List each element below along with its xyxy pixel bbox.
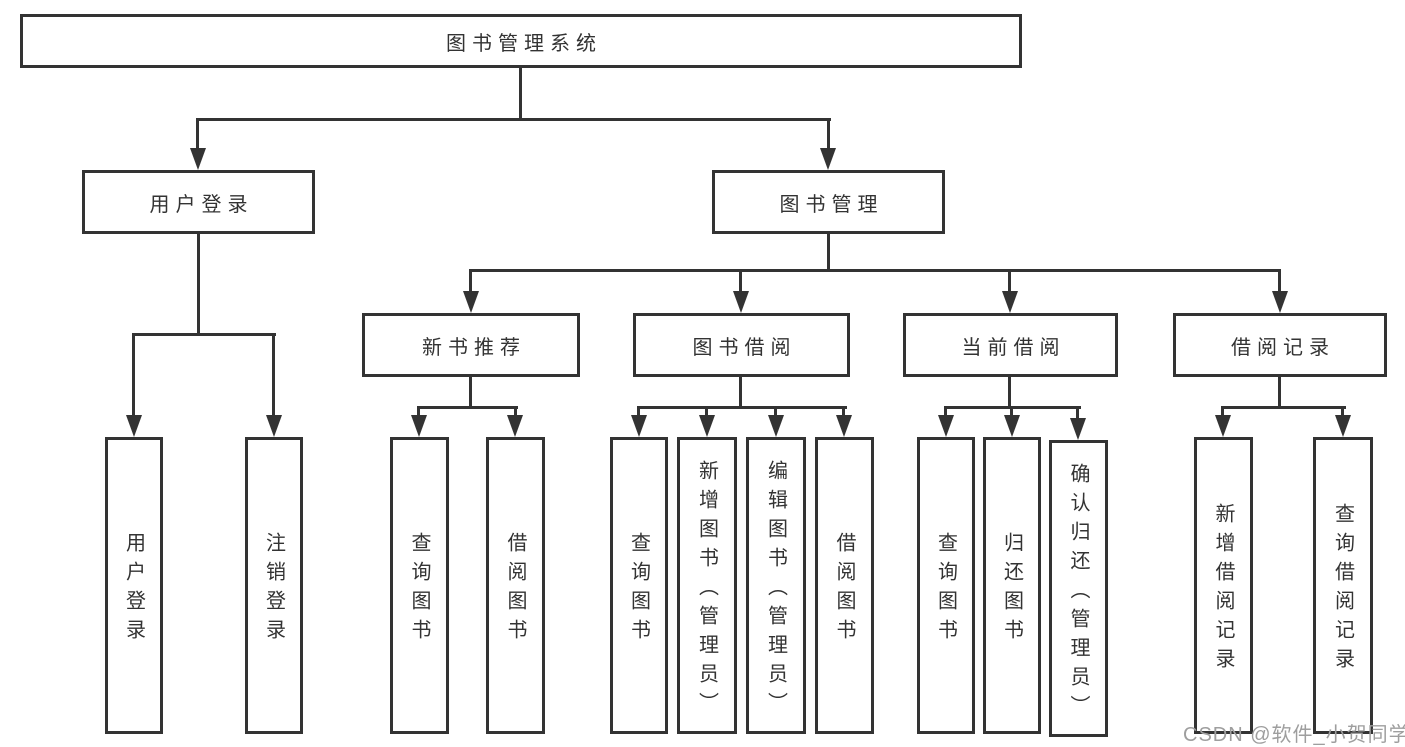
connector-line — [1008, 377, 1011, 408]
node-logout: 注销登录 — [245, 437, 303, 734]
node-new-book-recommend: 新书推荐 — [362, 313, 580, 377]
connector-line — [1076, 406, 1079, 420]
node-query-books-recommend: 查询图书 — [390, 437, 449, 734]
node-return-books-label: 归还图书 — [1000, 532, 1023, 648]
connector-line — [417, 406, 420, 418]
connector-line — [514, 406, 517, 418]
connector-line — [196, 118, 199, 152]
node-current-borrowing-label: 当前借阅 — [961, 336, 1066, 359]
connector-line — [637, 406, 640, 418]
node-book-borrowing: 图书借阅 — [633, 313, 850, 377]
connector-line — [132, 333, 135, 417]
node-query-borrow-record: 查询借阅记录 — [1313, 437, 1373, 734]
csdn-watermark: CSDN @软件_小贺同学 — [1183, 724, 1405, 746]
node-borrow-books: 借阅图书 — [815, 437, 874, 734]
connector-line — [827, 234, 830, 271]
arrow-down-icon — [836, 415, 852, 437]
node-book-management-label: 图书管理 — [779, 193, 884, 216]
node-borrow-records: 借阅记录 — [1173, 313, 1387, 377]
node-borrow-records-label: 借阅记录 — [1231, 336, 1335, 359]
node-confirm-return-admin-label: 确认归还（管理员） — [1067, 462, 1089, 724]
node-borrow-books-recommend-label: 借阅图书 — [504, 532, 526, 648]
connector-line — [272, 333, 275, 417]
connector-line — [197, 118, 831, 121]
arrow-down-icon — [699, 415, 715, 437]
arrow-down-icon — [733, 291, 749, 313]
node-add-borrow-record: 新增借阅记录 — [1194, 437, 1253, 734]
arrow-down-icon — [463, 291, 479, 313]
connector-line — [1221, 406, 1346, 409]
arrow-down-icon — [820, 148, 836, 170]
node-return-books: 归还图书 — [983, 437, 1041, 734]
arrow-down-icon — [411, 415, 427, 437]
connector-line — [739, 269, 742, 293]
node-user-login-leaf-label: 用户登录 — [122, 532, 145, 648]
node-add-book-admin-label: 新增图书（管理员） — [695, 459, 718, 721]
connector-line — [469, 269, 472, 293]
node-user-login: 用户登录 — [82, 170, 315, 234]
connector-line — [469, 377, 472, 408]
arrow-down-icon — [1272, 291, 1288, 313]
arrow-down-icon — [190, 148, 206, 170]
arrow-down-icon — [1002, 291, 1018, 313]
node-query-books-current: 查询图书 — [917, 437, 975, 734]
connector-line — [417, 406, 518, 409]
arrow-down-icon — [1070, 418, 1086, 440]
connector-line — [827, 118, 830, 152]
arrow-down-icon — [768, 415, 784, 437]
arrow-down-icon — [1335, 415, 1351, 437]
node-add-borrow-record-label: 新增借阅记录 — [1212, 503, 1234, 677]
node-confirm-return-admin: 确认归还（管理员） — [1049, 440, 1108, 737]
connector-line — [842, 406, 845, 418]
node-query-books-borrowing: 查询图书 — [610, 437, 668, 734]
node-user-login-leaf: 用户登录 — [105, 437, 163, 734]
arrow-down-icon — [631, 415, 647, 437]
connector-line — [944, 406, 947, 418]
node-library-system-label: 图书管理系统 — [446, 32, 602, 55]
node-borrow-books-recommend: 借阅图书 — [486, 437, 545, 734]
node-edit-book-admin-label: 编辑图书（管理员） — [764, 459, 787, 721]
connector-line — [197, 234, 200, 335]
node-library-system: 图书管理系统 — [20, 14, 1022, 68]
arrow-down-icon — [1004, 415, 1020, 437]
node-query-books-recommend-label: 查询图书 — [408, 532, 430, 648]
connector-line — [705, 406, 708, 418]
connector-line — [1221, 406, 1224, 418]
connector-line — [519, 68, 522, 120]
node-add-book-admin: 新增图书（管理员） — [677, 437, 737, 734]
node-user-login-label: 用户登录 — [149, 193, 254, 216]
connector-line — [739, 377, 742, 408]
node-book-management: 图书管理 — [712, 170, 945, 234]
arrow-down-icon — [266, 415, 282, 437]
connector-line — [132, 333, 276, 336]
node-query-borrow-record-label: 查询借阅记录 — [1331, 503, 1354, 677]
arrow-down-icon — [1215, 415, 1231, 437]
node-edit-book-admin: 编辑图书（管理员） — [746, 437, 806, 734]
connector-line — [1278, 269, 1281, 293]
connector-line — [637, 406, 847, 409]
connector-line — [1010, 406, 1013, 418]
arrow-down-icon — [507, 415, 523, 437]
connector-line — [1341, 406, 1344, 418]
node-current-borrowing: 当前借阅 — [903, 313, 1118, 377]
node-logout-label: 注销登录 — [262, 532, 285, 648]
connector-line — [1278, 377, 1281, 408]
connector-line — [774, 406, 777, 418]
node-book-borrowing-label: 图书借阅 — [692, 336, 797, 359]
node-borrow-books-label: 借阅图书 — [833, 532, 855, 648]
connector-line — [469, 269, 1281, 272]
node-query-books-borrowing-label: 查询图书 — [627, 532, 650, 648]
node-new-book-recommend-label: 新书推荐 — [422, 336, 526, 359]
arrow-down-icon — [938, 415, 954, 437]
connector-line — [1008, 269, 1011, 293]
arrow-down-icon — [126, 415, 142, 437]
node-query-books-current-label: 查询图书 — [934, 532, 957, 648]
